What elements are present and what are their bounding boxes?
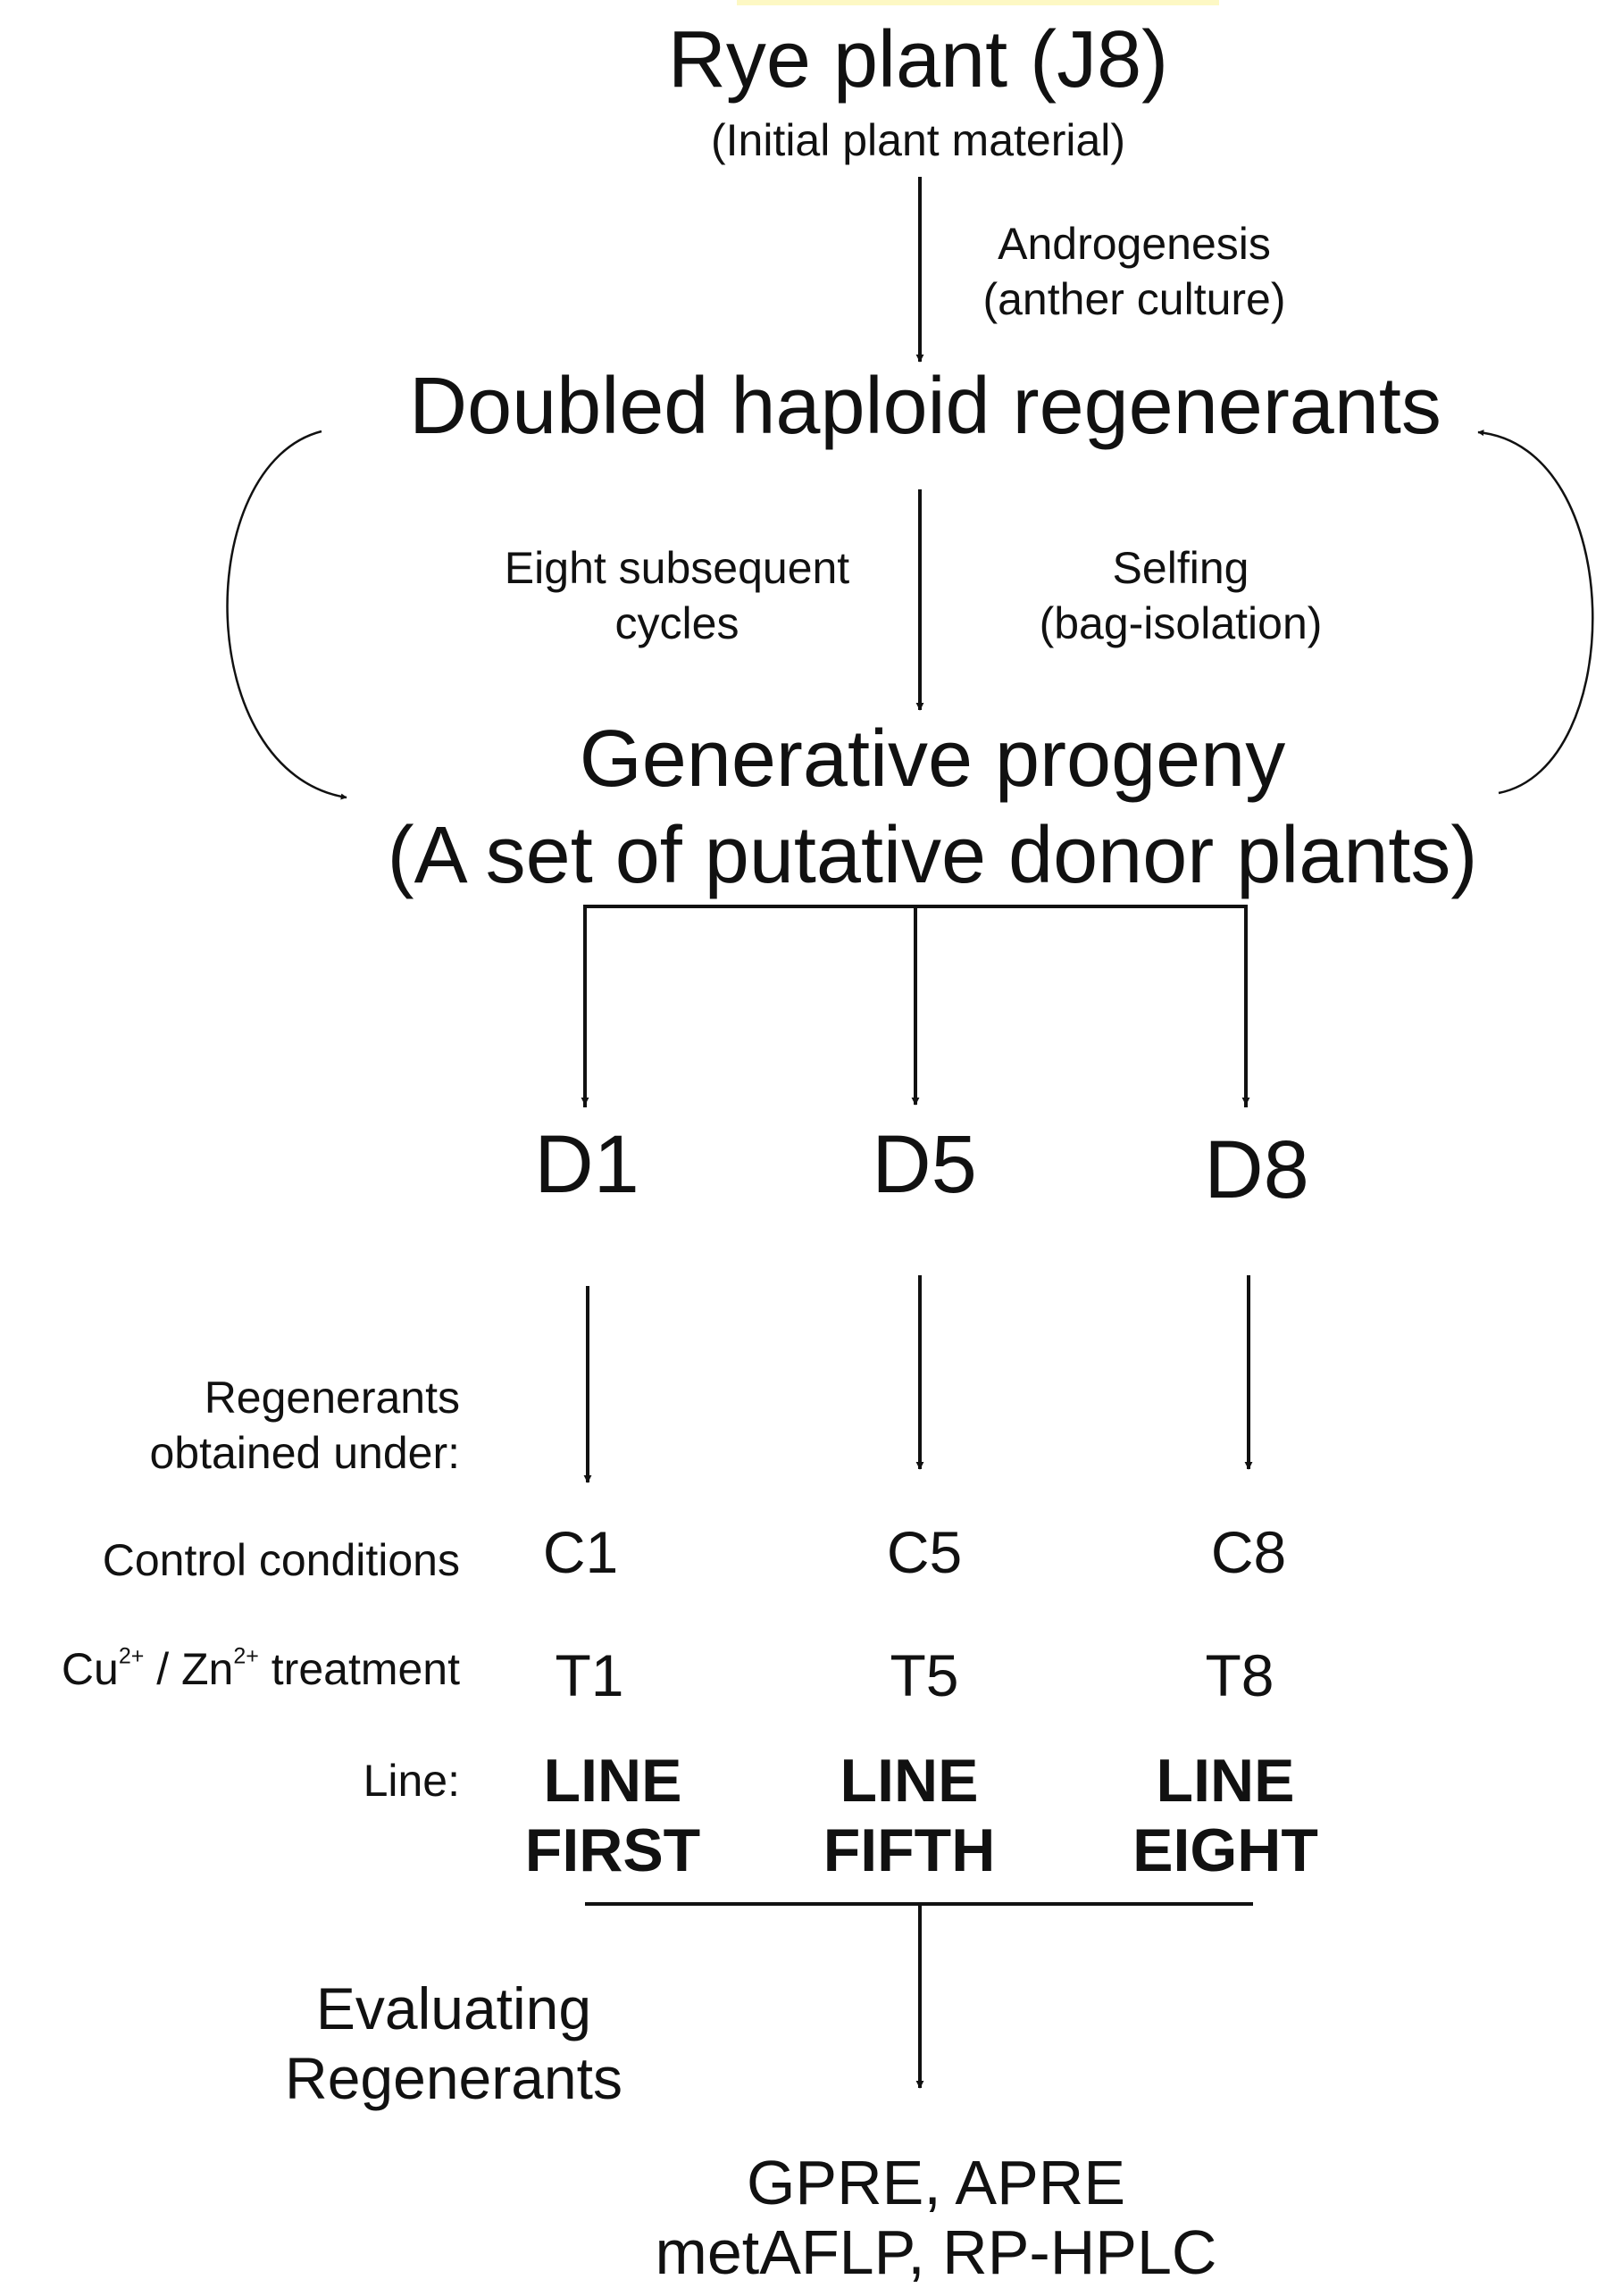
selfing-line1: Selfing [1112, 543, 1249, 593]
treatment-zn-charge: 2+ [233, 1643, 259, 1669]
methods-line2: metAFLP, RP-HPLC [655, 2217, 1217, 2287]
rye-plant-title: Rye plant (J8) [667, 15, 1169, 104]
control-c1: C1 [542, 1519, 619, 1585]
control-label: Control conditions [102, 1535, 460, 1585]
donor-d5: D5 [872, 1119, 977, 1210]
androgenesis-label: Androgenesis (anther culture) [982, 216, 1285, 327]
generative-progeny: Generative progeny (A set of putative do… [388, 711, 1478, 904]
line-fifth-word: LINE [840, 1747, 979, 1815]
cycles-line1: Eight subsequent [504, 543, 850, 593]
highlight-strip [737, 0, 1219, 5]
line-fifth: LINE FIFTH [823, 1746, 996, 1885]
evaluating-line1: Evaluating [315, 1975, 592, 2041]
line-first-name: FIRST [524, 1816, 701, 1884]
treatment-t5: T5 [890, 1642, 959, 1708]
generative-line2: (A set of putative donor plants) [387, 811, 1478, 900]
line-first-word: LINE [543, 1747, 682, 1815]
generative-line1: Generative progeny [579, 714, 1286, 804]
line-fifth-name: FIFTH [823, 1816, 996, 1884]
line-first: LINE FIRST [525, 1746, 700, 1885]
regenerants-line1: Regenerants [204, 1373, 460, 1423]
methods-label: GPRE, APRE metAFLP, RP-HPLC [656, 2148, 1217, 2287]
androgenesis-line1: Androgenesis [998, 219, 1271, 269]
line-label: Line: [363, 1756, 460, 1806]
loop-arc-left [226, 430, 347, 800]
treatment-cu: Cu [61, 1644, 119, 1694]
doubled-haploid-title: Doubled haploid regenerants [409, 362, 1441, 451]
control-c5: C5 [886, 1519, 963, 1585]
treatment-cu-charge: 2+ [118, 1643, 145, 1669]
selfing-line2: (bag-isolation) [1039, 598, 1323, 648]
treatment-rest: treatment [258, 1644, 460, 1694]
line-eight-name: EIGHT [1132, 1816, 1318, 1884]
line-eight: LINE EIGHT [1132, 1746, 1318, 1885]
line-eight-word: LINE [1156, 1747, 1295, 1815]
selfing-label: Selfing (bag-isolation) [1040, 540, 1323, 651]
control-c8: C8 [1210, 1519, 1287, 1585]
cycles-line2: cycles [614, 598, 739, 648]
regenerants-line2: obtained under: [149, 1428, 460, 1478]
androgenesis-line2: (anther culture) [982, 274, 1286, 324]
rye-plant-subtitle: (Initial plant material) [710, 115, 1126, 165]
donor-d1: D1 [534, 1119, 639, 1210]
treatment-t8: T8 [1205, 1642, 1274, 1708]
treatment-zn: / Zn [144, 1644, 234, 1694]
regenerants-label: Regenerants obtained under: [149, 1370, 460, 1481]
evaluating-line2: Regenerants [285, 2045, 622, 2111]
evaluating-label: Evaluating Regenerants [285, 1974, 622, 2113]
donor-d8: D8 [1204, 1124, 1309, 1215]
cycles-label: Eight subsequent cycles [505, 540, 849, 651]
treatment-label: Cu2+ / Zn2+ treatment [62, 1643, 460, 1695]
loop-arc-right [1477, 430, 1594, 795]
treatment-t1: T1 [555, 1642, 624, 1708]
methods-line1: GPRE, APRE [746, 2148, 1126, 2217]
